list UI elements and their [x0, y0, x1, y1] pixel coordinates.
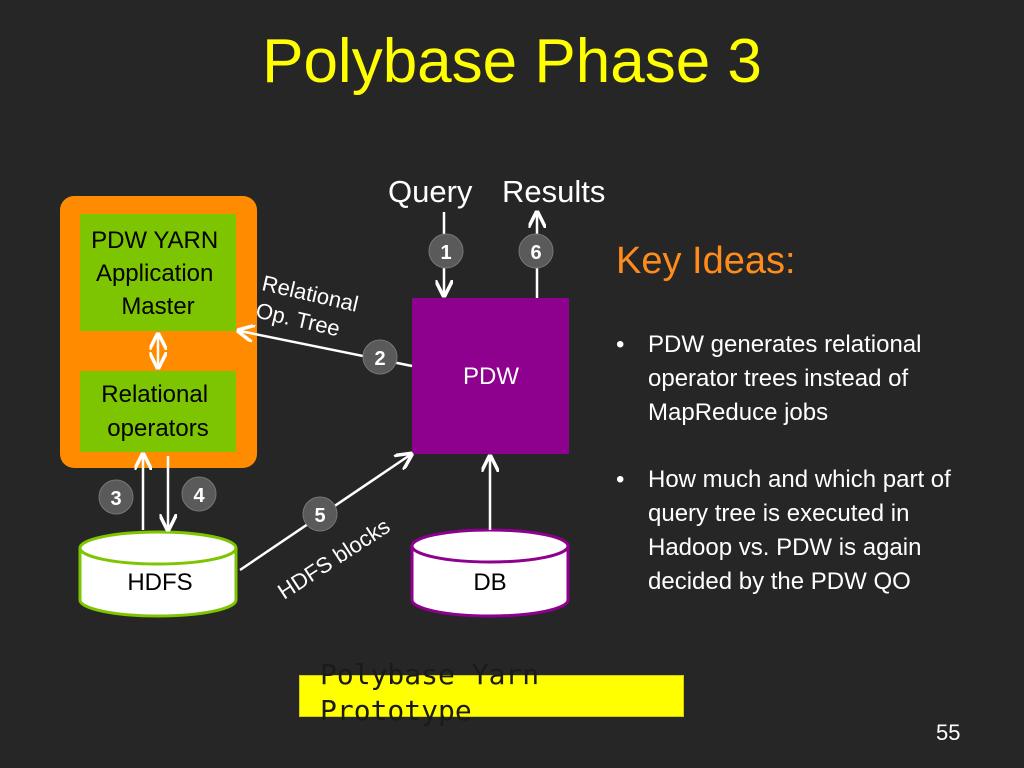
db-cylinder: DB — [410, 528, 570, 618]
relational-operators-label: Relational operators — [101, 381, 214, 442]
prototype-banner — [299, 675, 684, 717]
bullet-icon: • — [616, 331, 625, 358]
pdw-label: PDW — [463, 363, 519, 390]
step-badge-1: 1 — [428, 233, 464, 269]
svg-text:2: 2 — [374, 348, 385, 370]
step-badge-4: 4 — [181, 476, 217, 512]
results-label: Results — [502, 174, 606, 209]
hdfs-blocks-label: HDFS blocks — [273, 513, 394, 604]
step-badge-5: 5 — [302, 496, 338, 532]
key-idea-text: PDW generates relational operator trees … — [648, 331, 922, 426]
key-idea-text: How much and which part of query tree is… — [648, 466, 951, 595]
key-ideas-title: Key Ideas: — [616, 240, 796, 282]
relational-operators-box — [80, 371, 236, 452]
pdw-box — [412, 298, 569, 454]
prototype-label: Polybase Yarn Prototype — [320, 658, 540, 727]
hdfs-cylinder: HDFS — [78, 530, 238, 618]
step-badge-3: 3 — [98, 479, 134, 515]
yarn-master-label: PDW YARN Application Master — [91, 227, 225, 320]
step-badge-2: 2 — [362, 339, 398, 375]
hdfs-label: HDFS — [127, 569, 192, 596]
svg-text:3: 3 — [110, 488, 121, 510]
svg-text:4: 4 — [193, 485, 205, 507]
bullet-icon: • — [616, 466, 625, 493]
svg-text:1: 1 — [440, 242, 451, 264]
yarn-master-box — [80, 214, 236, 331]
query-label: Query — [388, 174, 473, 209]
svg-text:6: 6 — [530, 242, 541, 264]
page-number: 55 — [936, 720, 961, 745]
svg-text:5: 5 — [314, 505, 325, 527]
relational-op-tree-label: Relational Op. Tree — [253, 270, 366, 345]
step-badge-6: 6 — [518, 233, 554, 269]
db-label: DB — [473, 569, 506, 596]
key-idea-bullet: • PDW generates relational operator tree… — [616, 328, 996, 430]
slide-title: Polybase Phase 3 — [262, 27, 762, 96]
key-idea-bullet: • How much and which part of query tree … — [616, 463, 996, 599]
